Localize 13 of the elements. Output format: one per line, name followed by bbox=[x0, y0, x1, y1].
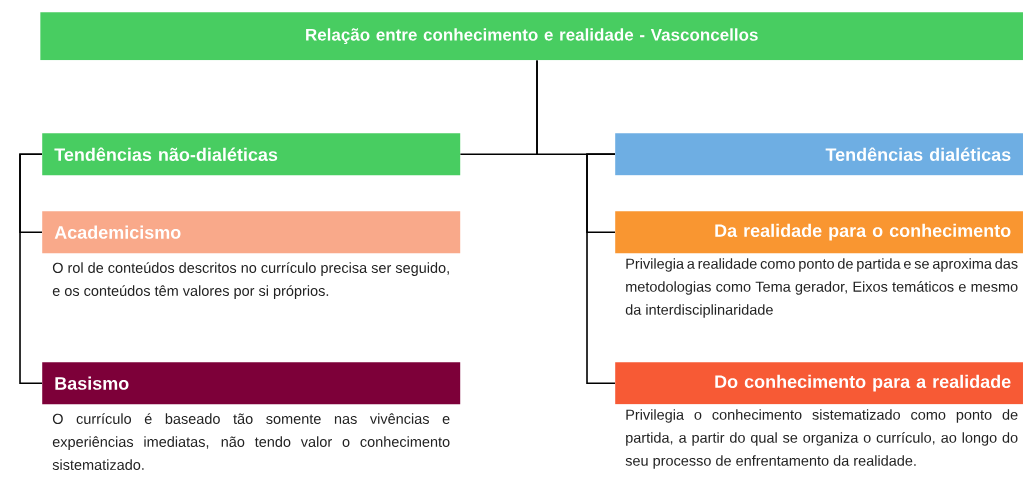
connector-line bbox=[586, 153, 616, 384]
description-text: O rol de conteúdos descritos no currículo precisa ser seguido, e os conteúdos têm valores por si próprios. bbox=[52, 262, 449, 299]
heading-bar: Do conhecimento para a realidade bbox=[615, 362, 1023, 405]
description-text: O currículo é baseado tão somente nas vivências e experiências imediatas, não tendo valor o conhecimento sistematizado. bbox=[52, 413, 450, 470]
description-text: Privilegia o conhecimento sistematizado como ponto de partida, a partir do qual se organiza o currículo, ao longo do seu processo de enfrentamento da realidade. bbox=[625, 409, 1018, 469]
category-box: Tendências não-dialéticas bbox=[42, 133, 461, 176]
connector-line bbox=[19, 153, 43, 384]
title-bar: Relação entre conhecimento e realidade - Vasconcellos bbox=[40, 12, 1023, 61]
heading-bar: Basismo bbox=[42, 362, 461, 405]
heading-bar: Academicismo bbox=[42, 211, 461, 254]
category-box: Tendências dialéticas bbox=[615, 133, 1023, 176]
heading-bar: Da realidade para o conhecimento bbox=[615, 211, 1023, 254]
description-text: Privilegia a realidade como ponto de partida e se aproxima das metodologias como Tema gerador, Eixos temáticos e mesmo da interdisciplinaridade bbox=[625, 258, 1018, 318]
